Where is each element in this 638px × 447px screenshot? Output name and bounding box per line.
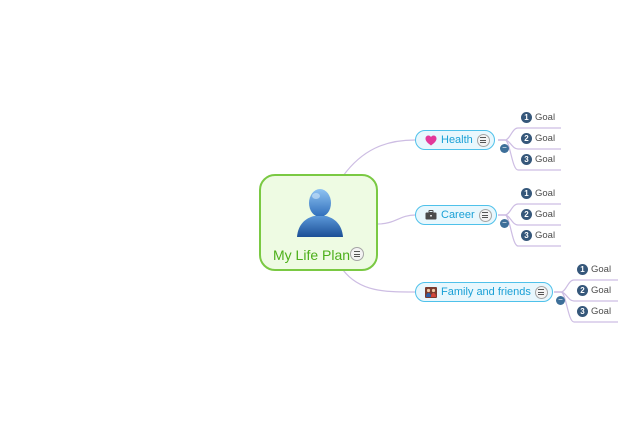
goal-label: Goal <box>591 285 612 296</box>
career-goal-3[interactable]: 3 Goal <box>521 230 555 241</box>
branch-health[interactable]: Health <box>415 130 495 150</box>
goal-label: Goal <box>591 306 612 317</box>
goal-label: Goal <box>535 230 556 241</box>
connector-root-career <box>377 214 416 225</box>
career-goal-2[interactable]: 2 Goal <box>521 209 555 220</box>
person-avatar-icon <box>294 186 346 243</box>
branch-health-note-button[interactable] <box>476 133 490 147</box>
goal-number-badge: 2 <box>521 133 532 144</box>
branch-health-collapse-toggle[interactable]: − <box>500 144 509 153</box>
family-goal-3[interactable]: 3 Goal <box>577 306 611 317</box>
goal-number-badge: 1 <box>521 188 532 199</box>
goal-number-badge: 2 <box>577 285 588 296</box>
goal-label: Goal <box>535 133 556 144</box>
branch-label: Health <box>441 134 473 146</box>
family-goal-1[interactable]: 1 Goal <box>577 264 611 275</box>
family-goal-2[interactable]: 2 Goal <box>577 285 611 296</box>
goal-label: Goal <box>591 264 612 275</box>
connector-root-family <box>342 269 416 293</box>
family-icon <box>425 286 437 298</box>
health-goal-3[interactable]: 3 Goal <box>521 154 555 165</box>
goal-label: Goal <box>535 209 556 220</box>
heart-icon <box>425 135 437 146</box>
root-label: My Life Plan <box>273 247 351 263</box>
branch-label: Career <box>441 209 475 221</box>
connector-root-health <box>342 139 416 177</box>
branch-label: Family and friends <box>441 286 531 298</box>
goal-number-badge: 3 <box>577 306 588 317</box>
health-goal-2[interactable]: 2 Goal <box>521 133 555 144</box>
goal-number-badge: 2 <box>521 209 532 220</box>
goal-number-badge: 1 <box>577 264 588 275</box>
goal-number-badge: 1 <box>521 112 532 123</box>
branch-family-note-button[interactable] <box>534 285 548 299</box>
branch-career[interactable]: Career <box>415 205 497 225</box>
branch-family-and-friends[interactable]: Family and friends <box>415 282 553 302</box>
briefcase-icon <box>425 210 437 220</box>
health-goal-1[interactable]: 1 Goal <box>521 112 555 123</box>
goal-label: Goal <box>535 154 556 165</box>
goal-label: Goal <box>535 112 556 123</box>
career-goal-1[interactable]: 1 Goal <box>521 188 555 199</box>
goal-number-badge: 3 <box>521 230 532 241</box>
root-node[interactable]: My Life Plan <box>259 174 378 271</box>
branch-career-collapse-toggle[interactable]: − <box>500 219 509 228</box>
branch-career-note-button[interactable] <box>478 208 492 222</box>
branch-family-collapse-toggle[interactable]: − <box>556 296 565 305</box>
goal-number-badge: 3 <box>521 154 532 165</box>
connector-family-goal-3 <box>554 291 618 323</box>
root-note-button[interactable] <box>350 247 364 261</box>
connector-career-goal-3 <box>498 214 561 247</box>
connector-health-goal-3 <box>498 139 561 171</box>
goal-label: Goal <box>535 188 556 199</box>
